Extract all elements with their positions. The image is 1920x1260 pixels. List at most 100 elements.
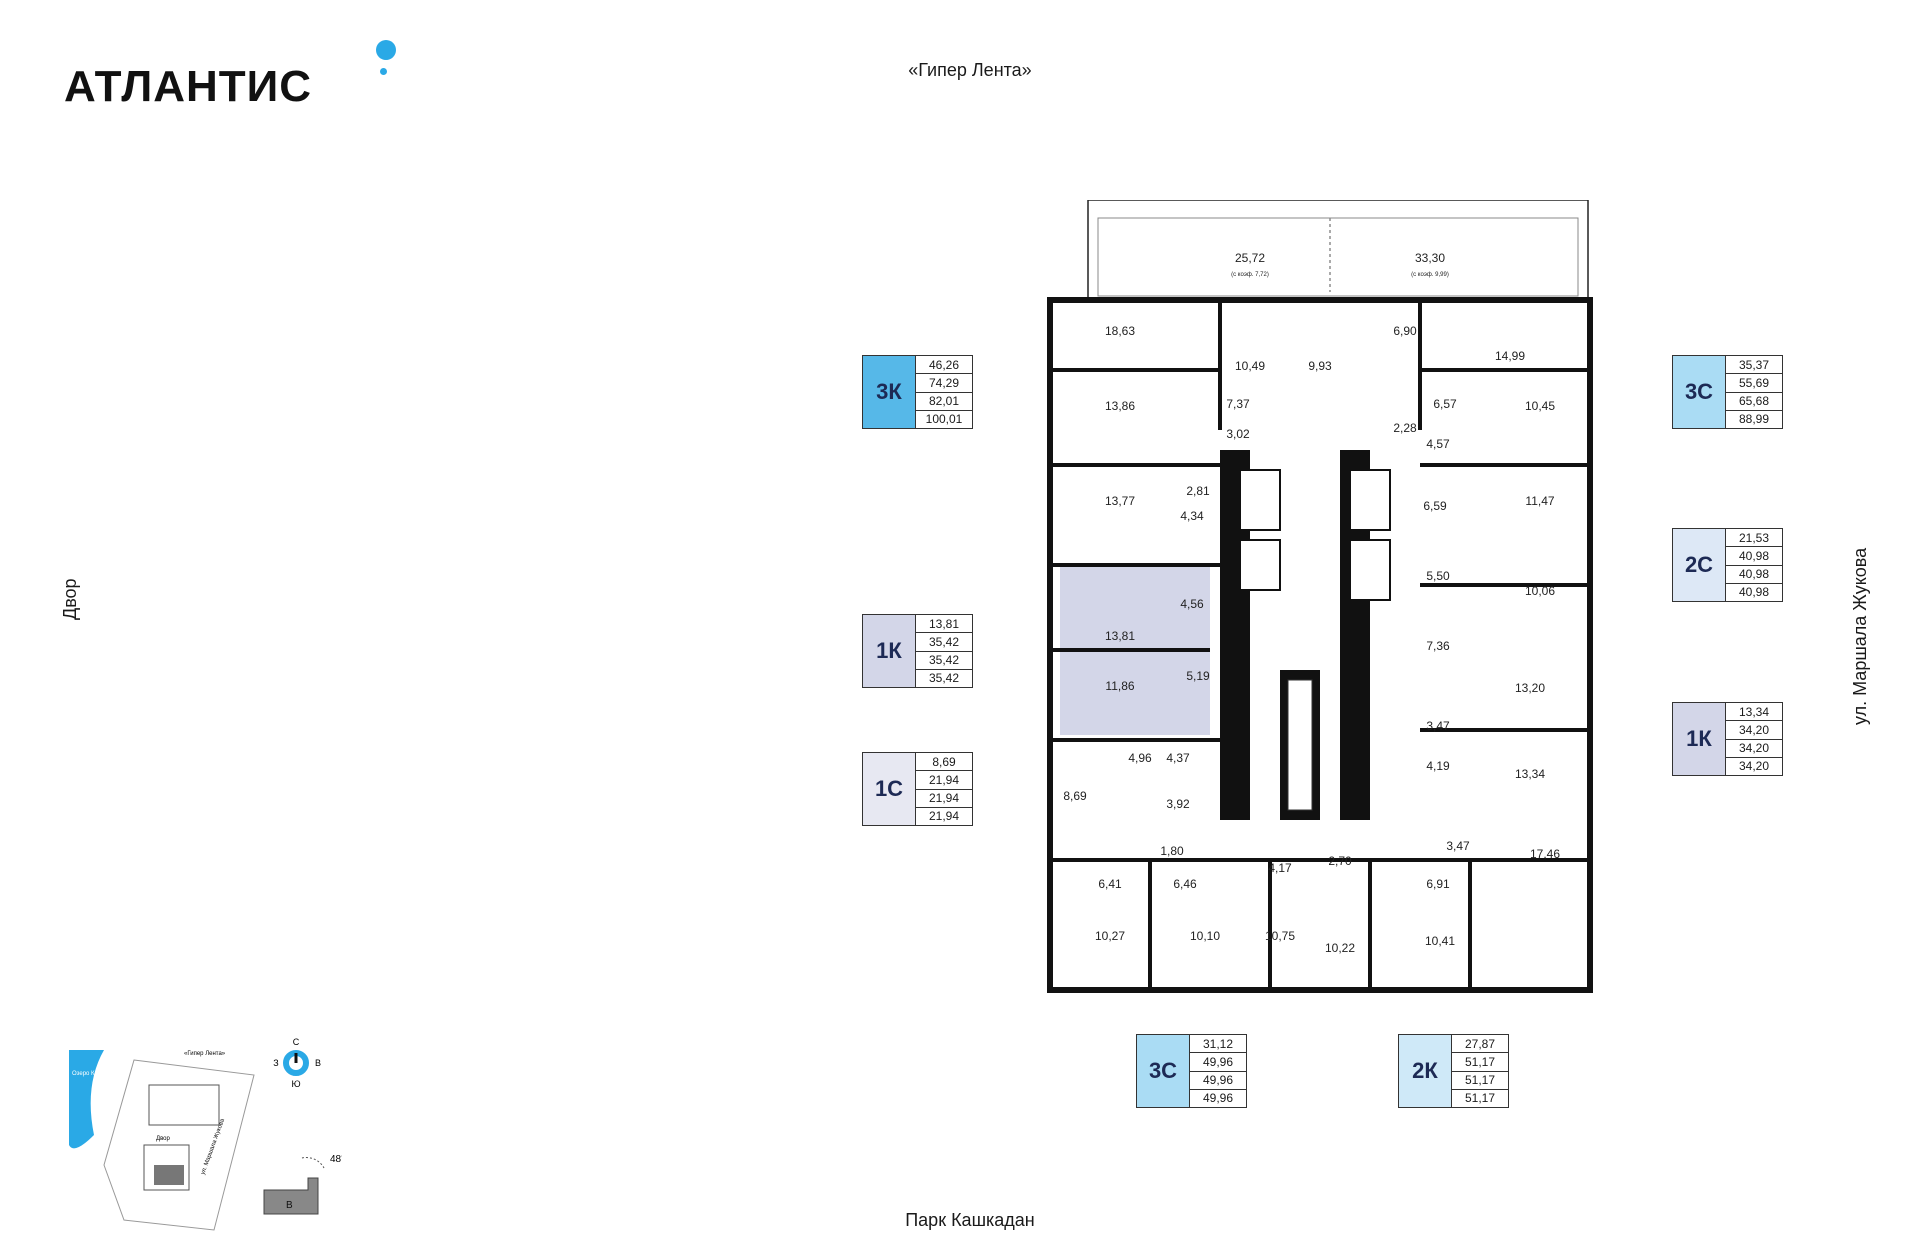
area-value: 34,20: [1738, 759, 1770, 774]
compass-north: С: [293, 1037, 300, 1047]
room-area: 7,37: [1226, 397, 1250, 411]
area-value: 49,96: [1202, 1091, 1234, 1106]
room-area: 10,41: [1425, 934, 1455, 948]
apartment-areas: 46,26 74,29 82,01 100,01: [916, 355, 973, 429]
apartment-areas: 21,53 40,98 40,98 40,98: [1726, 528, 1783, 602]
partitions: [1050, 300, 1590, 990]
area-value: 40,98: [1726, 547, 1782, 566]
apartment-badge[interactable]: 2К 27,87 51,17 51,17 51,17: [1398, 1034, 1509, 1108]
room-area: 6,59: [1423, 499, 1447, 513]
apartment-badge[interactable]: 3К 46,26 74,29 82,01 100,01: [862, 355, 973, 429]
room-area: 33,30: [1415, 251, 1445, 265]
area-value: 40,98: [1738, 585, 1770, 600]
room-area: 6,91: [1426, 877, 1450, 891]
lake-label: Озеро Кашкадан: [72, 1071, 119, 1077]
apartment-badge[interactable]: 1К 13,34 34,20 34,20 34,20: [1672, 702, 1783, 776]
area-value: 40,98: [1726, 566, 1782, 584]
room-area: 18,63: [1105, 324, 1135, 338]
compass-east: В: [315, 1058, 321, 1068]
apartment-areas: 27,87 51,17 51,17 51,17: [1452, 1034, 1509, 1108]
area-value: 8,69: [916, 753, 972, 772]
room-area: 7,36: [1426, 639, 1450, 653]
minimap-yard-label: Двор: [156, 1136, 171, 1142]
minimap-road-label: «Гипер Лента»: [184, 1051, 226, 1057]
direction-bottom-label: Парк Кашкадан: [905, 1210, 1035, 1230]
room-area: 10,27: [1095, 929, 1125, 943]
apartment-areas: 13,34 34,20 34,20 34,20: [1726, 702, 1783, 776]
area-value: 49,96: [1190, 1053, 1246, 1072]
room-area: 4,34: [1180, 509, 1204, 523]
area-value: 35,37: [1726, 356, 1782, 375]
room-area: 6,90: [1393, 324, 1417, 338]
direction-left-label: Двор: [60, 578, 80, 620]
building-footprint: [263, 1177, 319, 1215]
location-minimap: Озеро Кашкадан «Гипер Лента» Двор ул. Ма…: [69, 1050, 255, 1231]
apartment-code: 3С: [1136, 1034, 1190, 1108]
compass: С Ю З В: [273, 1037, 321, 1089]
area-value: 35,42: [916, 652, 972, 670]
room-area: 14,99: [1495, 349, 1525, 363]
building-orientation: 48° В: [263, 1154, 342, 1215]
terrace-inner: [1097, 217, 1579, 297]
room-area: 4,37: [1166, 751, 1190, 765]
apartment-badge[interactable]: 1К 13,81 35,42 35,42 35,42: [862, 614, 973, 688]
room-area: 10,06: [1525, 584, 1555, 598]
room-area: 10,75: [1265, 929, 1295, 943]
area-value: 13,34: [1726, 703, 1782, 722]
area-value: 31,12: [1190, 1035, 1246, 1054]
room-area: 8,69: [1063, 789, 1087, 803]
room-area: 17,46: [1530, 847, 1560, 861]
elevator: [1349, 469, 1391, 531]
angle-label: 48°: [330, 1154, 342, 1165]
room-area: 1,80: [1160, 844, 1184, 858]
terrace: [1087, 200, 1589, 301]
room-area: 4,56: [1180, 597, 1204, 611]
room-area: 4,19: [1426, 759, 1450, 773]
area-value: 88,99: [1738, 412, 1770, 427]
apartment-areas: 31,12 49,96 49,96 49,96: [1190, 1034, 1247, 1108]
room-area: 13,86: [1105, 399, 1135, 413]
apartment-badge[interactable]: 3С 35,37 55,69 65,68 88,99: [1672, 355, 1783, 429]
room-area: 13,34: [1515, 767, 1545, 781]
room-area: 13,20: [1515, 681, 1545, 695]
direction-right-label: ул. Маршала Жукова: [1850, 547, 1870, 725]
room-area: 4,17: [1268, 861, 1292, 875]
room-area: 10,22: [1325, 941, 1355, 955]
elevator: [1239, 539, 1281, 591]
room-area: 6,57: [1433, 397, 1457, 411]
apartment-areas: 13,81 35,42 35,42 35,42: [916, 614, 973, 688]
area-value: 21,94: [916, 790, 972, 808]
area-value: 82,01: [916, 393, 972, 411]
room-area: 25,72: [1235, 251, 1265, 265]
apartment-code: 2К: [1398, 1034, 1452, 1108]
brand-logo: АТЛАНТИС: [64, 62, 313, 111]
apartment-badge[interactable]: 1С 8,69 21,94 21,94 21,94: [862, 752, 973, 826]
current-building: [154, 1165, 184, 1185]
room-area: 3,47: [1446, 839, 1470, 853]
apartment-badge[interactable]: 3С 31,12 49,96 49,96 49,96: [1136, 1034, 1247, 1108]
area-value: 21,53: [1726, 529, 1782, 548]
apartment-code: 1К: [1672, 702, 1726, 776]
room-area: 5,50: [1426, 569, 1450, 583]
terrace-note: (с коэф. 9,99): [1411, 272, 1449, 278]
logo-dot-small-icon: [380, 68, 387, 75]
room-area: 3,47: [1426, 719, 1450, 733]
room-area: 6,46: [1173, 877, 1197, 891]
room-area: 6,41: [1098, 877, 1122, 891]
direction-top-label: «Гипер Лента»: [908, 60, 1032, 80]
elevator: [1239, 469, 1281, 531]
room-area: 4,57: [1426, 437, 1450, 451]
apartment-areas: 35,37 55,69 65,68 88,99: [1726, 355, 1783, 429]
terrace-note: (с коэф. 7,72): [1231, 272, 1269, 278]
room-area: 2,81: [1186, 484, 1210, 498]
apartment-badge[interactable]: 2С 21,53 40,98 40,98 40,98: [1672, 528, 1783, 602]
area-value: 49,96: [1190, 1072, 1246, 1090]
area-value: 34,20: [1726, 721, 1782, 740]
elevator: [1349, 539, 1391, 601]
area-value: 51,17: [1452, 1072, 1508, 1090]
apartment-code: 1К: [862, 614, 916, 688]
room-area: 13,77: [1105, 494, 1135, 508]
room-area: 11,47: [1525, 494, 1554, 508]
angle-arc-icon: [301, 1157, 325, 1169]
area-value: 35,42: [916, 633, 972, 652]
